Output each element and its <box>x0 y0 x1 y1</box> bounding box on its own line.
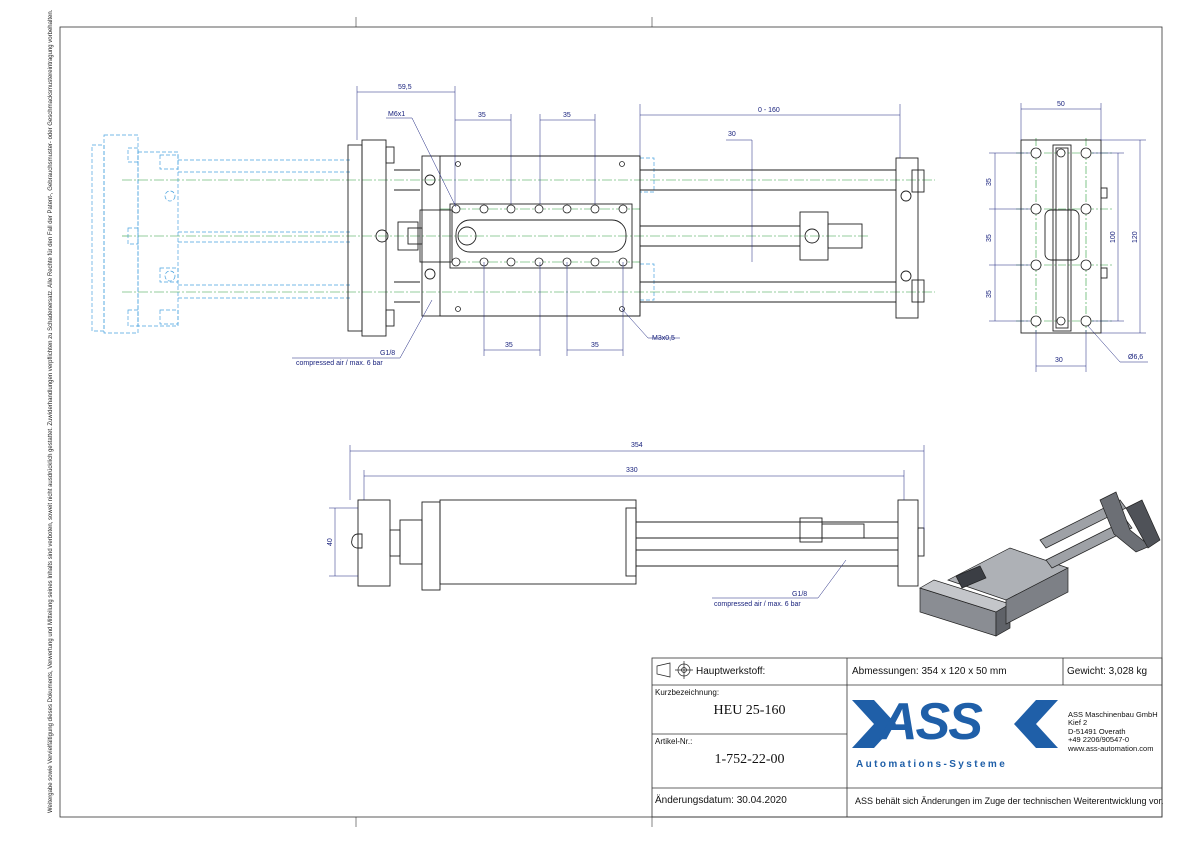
dim-30-end: 30 <box>1055 357 1063 364</box>
projection-symbol-icon <box>656 661 693 679</box>
dim-50: 50 <box>1057 101 1065 108</box>
phantom-extended-outline <box>91 134 655 334</box>
dim-40: 40 <box>327 538 334 546</box>
end-view-outline <box>1020 139 1108 334</box>
material-label: Hauptwerkstoff: <box>696 666 766 677</box>
dimensions-label: Abmessungen: 354 x 120 x 50 mm <box>852 666 1007 677</box>
company-city: D-51491 Overath <box>1068 726 1126 736</box>
dim-stroke-range: 0 - 160 <box>758 107 780 114</box>
disclaimer: ASS behält sich Änderungen im Zuge der t… <box>855 796 1164 806</box>
short-name-value: HEU 25-160 <box>713 703 786 718</box>
end-view-dimensions <box>989 103 1148 372</box>
ass-logo-icon <box>852 700 1058 748</box>
company-web: www.ass-automation.com <box>1068 743 1154 753</box>
side-view: 354 330 40 G1/8 compressed air / max. 6 … <box>327 442 925 608</box>
dim-59-5: 59,5 <box>398 84 412 91</box>
side-legal-note: Weitergabe sowie Vervielfältigung dieses… <box>48 9 54 813</box>
dim-30: 30 <box>728 131 736 138</box>
dim-35-end-b: 35 <box>986 234 993 242</box>
dim-35-bottom-right: 35 <box>591 342 599 349</box>
dim-35-bottom-left: 35 <box>505 342 513 349</box>
dim-hole-diameter: Ø6,6 <box>1128 354 1143 361</box>
company-name: ASS Maschinenbau GmbH <box>1068 710 1158 719</box>
dim-354: 354 <box>631 442 643 449</box>
change-date: Änderungsdatum: 30.04.2020 <box>655 795 787 806</box>
weight-label: Gewicht: 3,028 kg <box>1067 666 1148 677</box>
title-block-grid <box>651 657 1163 818</box>
dim-330: 330 <box>626 467 638 474</box>
label-compressed-air-side: compressed air / max. 6 bar <box>714 601 801 608</box>
label-m3x0-5: M3x0,5 <box>652 335 675 342</box>
sheet-border <box>59 26 1163 818</box>
top-view-dimensions <box>292 86 901 359</box>
top-view: 59,5 35 35 0 - 160 30 35 35 M6x1 M3x0,5 … <box>91 84 935 367</box>
article-label: Artikel-Nr.: <box>655 737 693 746</box>
label-compressed-air-top: compressed air / max. 6 bar <box>296 360 383 367</box>
dim-35-end-c: 35 <box>986 290 993 298</box>
end-view-centerlines <box>1016 138 1112 334</box>
label-g1-8-side: G1/8 <box>792 591 807 598</box>
isometric-view <box>919 491 1161 637</box>
top-view-outline <box>347 139 925 337</box>
label-g1-8-top: G1/8 <box>380 350 395 357</box>
dim-120: 120 <box>1132 231 1139 243</box>
short-name-label: Kurzbezeichnung: <box>655 688 720 697</box>
end-view-holes <box>1030 147 1092 327</box>
logo-text: ASS <box>880 693 983 751</box>
dim-35-top-left: 35 <box>478 112 486 119</box>
company-phone: +49 2206/90547-0 <box>1068 735 1130 745</box>
logo-subtitle: Automations-Systeme <box>856 759 1008 770</box>
end-view: 50 35 35 35 100 120 30 Ø6,6 <box>986 101 1148 372</box>
article-value: 1-752-22-00 <box>714 752 785 767</box>
centerlines <box>122 179 935 293</box>
mounting-holes <box>451 161 628 312</box>
side-view-dimensions <box>329 445 925 599</box>
company-street: Kief 2 <box>1068 718 1088 728</box>
dim-100: 100 <box>1110 231 1117 243</box>
dim-35-top-right: 35 <box>563 112 571 119</box>
company-address: ASS Maschinenbau GmbH Kief 2 D-51491 Ove… <box>1068 710 1158 753</box>
label-m6x1: M6x1 <box>388 111 405 118</box>
side-view-outline <box>351 499 925 591</box>
dim-35-end-a: 35 <box>986 178 993 186</box>
